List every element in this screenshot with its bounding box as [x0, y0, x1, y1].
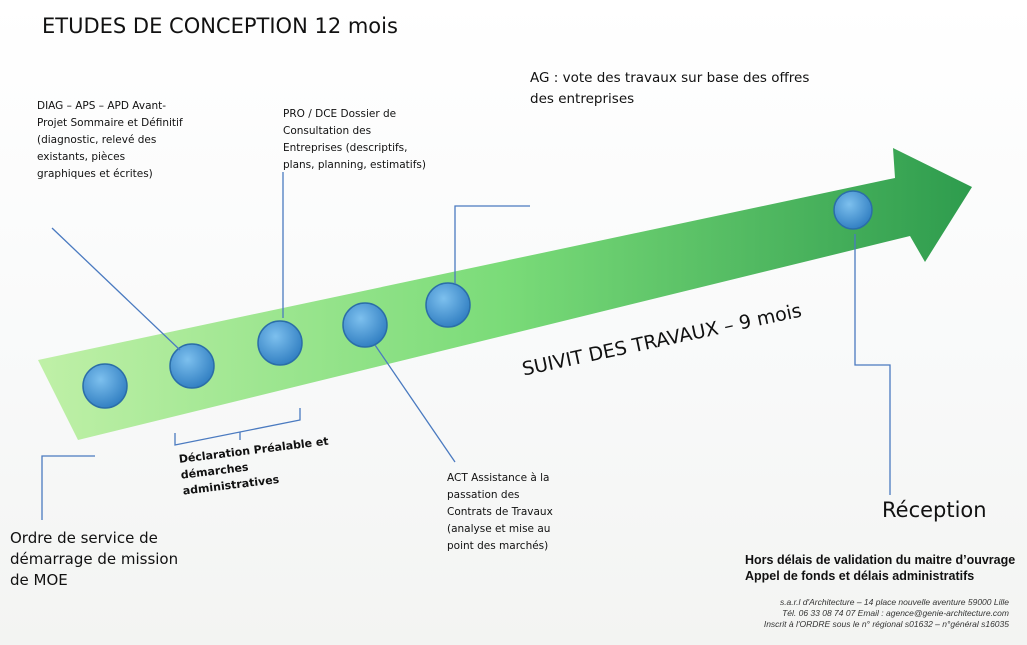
footer-address: s.a.r.l d'Architecture – 14 place nouvel…: [779, 597, 1009, 607]
timeline-arrow: [38, 148, 972, 440]
milestones: [82, 190, 873, 409]
milestone-act: [342, 302, 388, 348]
note-line-2: Appel de fonds et délais administratifs: [745, 569, 975, 583]
act-label: ACT Assistance à la passation des Contra…: [447, 472, 553, 552]
pro-label: PRO / DCE Dossier de Consultation des En…: [283, 108, 426, 171]
note-line-1: Hors délais de validation du maitre d’ou…: [745, 553, 1016, 567]
ordre-label: Ordre de service de démarrage de mission…: [10, 529, 179, 589]
notes: Hors délais de validation du maitre d’ou…: [745, 552, 1015, 584]
footer: s.a.r.l d'Architecture – 14 place nouvel…: [764, 597, 1009, 630]
diag-label: DIAG – APS – APD Avant-Projet Sommaire e…: [37, 100, 183, 180]
page-title: ETUDES DE CONCEPTION 12 mois: [42, 14, 398, 38]
milestone-reception: [833, 190, 873, 230]
milestone-pro: [257, 320, 303, 366]
footer-contact: Tél. 06 33 08 74 07 Email : agence@genie…: [782, 608, 1009, 618]
reception-label: Réception: [882, 498, 987, 522]
footer-registration: Inscrit à l'ORDRE sous le n° régional s0…: [763, 619, 1009, 629]
ag-label: AG : vote des travaux sur base des offre…: [530, 70, 810, 107]
milestone-ag: [425, 282, 471, 328]
connector-lines: [41, 172, 891, 520]
milestone-ordre: [82, 363, 128, 409]
milestone-diag: [169, 343, 215, 389]
